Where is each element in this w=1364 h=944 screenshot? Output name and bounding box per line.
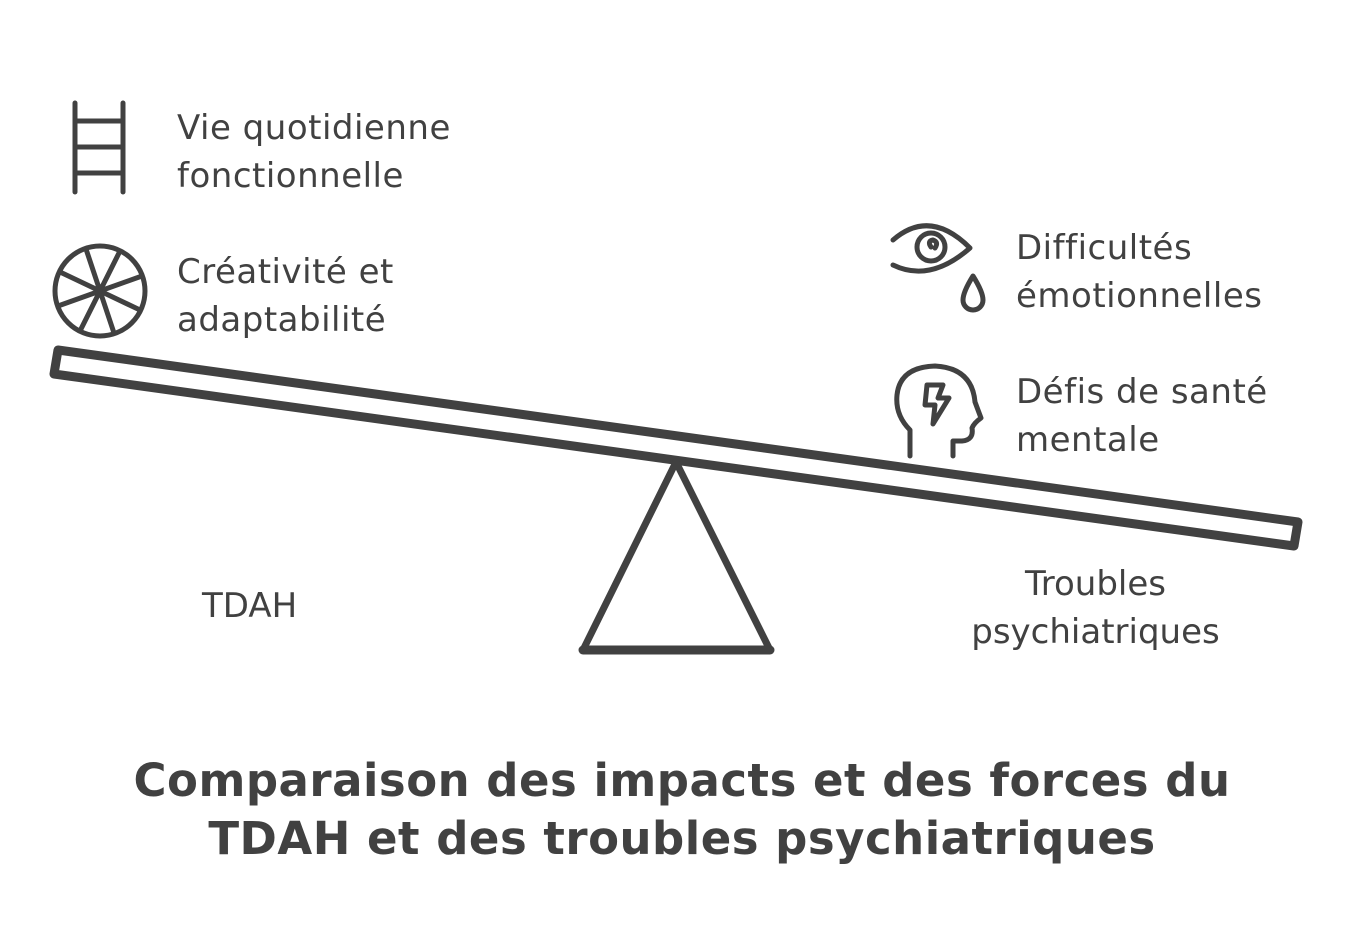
right-side-label: Troubles psychiatriques <box>958 560 1233 656</box>
item-line1: Défis de santé <box>1016 372 1268 412</box>
item-line2: fonctionnelle <box>177 156 404 196</box>
item-line1: Créativité et <box>177 252 394 292</box>
item-line2: mentale <box>1016 420 1160 460</box>
title-line1: Comparaison des impacts et des forces du <box>133 754 1231 807</box>
item-difficultes-emotionnelles: Difficultés émotionnelles <box>1016 224 1262 320</box>
seesaw-beam <box>49 345 1303 551</box>
item-vie-quotidienne: Vie quotidienne fonctionnelle <box>177 104 451 200</box>
left-side-label: TDAH <box>202 586 298 626</box>
wheel-icon <box>52 243 148 339</box>
title-line2: TDAH et des troubles psychiatriques <box>208 812 1156 865</box>
diagram-title: Comparaison des impacts et des forces du… <box>0 752 1364 868</box>
item-creativite: Créativité et adaptabilité <box>177 248 394 344</box>
head-lightning-icon <box>894 363 984 459</box>
item-line2: émotionnelles <box>1016 276 1263 316</box>
crying-eye-icon <box>890 223 986 313</box>
seesaw-fulcrum <box>578 458 775 655</box>
item-line2: adaptabilité <box>177 300 387 340</box>
right-label-line2: psychiatriques <box>971 612 1220 652</box>
ladder-icon <box>72 100 126 195</box>
item-line1: Vie quotidienne <box>177 108 451 148</box>
item-defis-sante-mentale: Défis de santé mentale <box>1016 368 1268 464</box>
item-line1: Difficultés <box>1016 228 1193 268</box>
right-label-line1: Troubles <box>1024 564 1166 604</box>
